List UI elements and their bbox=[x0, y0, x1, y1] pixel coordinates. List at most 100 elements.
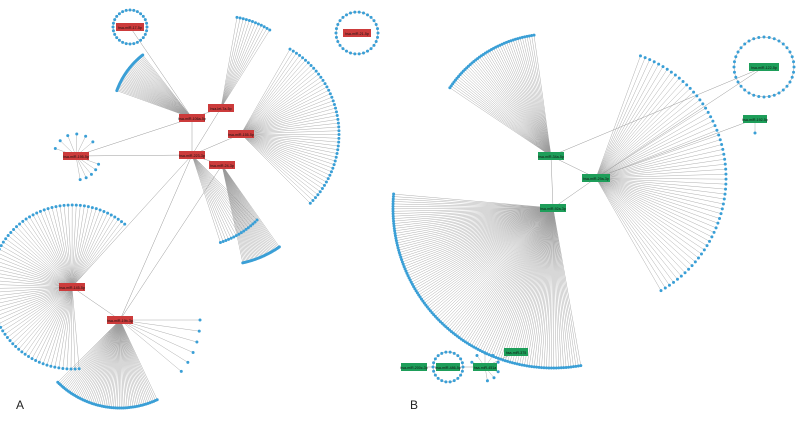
target-node bbox=[323, 184, 326, 187]
edge bbox=[76, 155, 192, 156]
target-node bbox=[653, 60, 656, 63]
edge bbox=[596, 67, 663, 178]
edge bbox=[241, 49, 290, 134]
target-node bbox=[707, 111, 710, 114]
hub-label: hsa-miR-19b-3p bbox=[107, 319, 133, 323]
target-node bbox=[740, 46, 743, 49]
target-node bbox=[309, 202, 312, 205]
target-node bbox=[721, 207, 724, 210]
target-node bbox=[263, 25, 266, 28]
target-node bbox=[337, 144, 340, 147]
target-node bbox=[372, 44, 375, 47]
edge bbox=[120, 165, 222, 320]
target-node bbox=[336, 23, 339, 26]
edge bbox=[596, 126, 715, 178]
target-node bbox=[353, 11, 356, 14]
edge bbox=[596, 178, 707, 246]
target-node bbox=[219, 241, 222, 244]
target-node bbox=[734, 55, 737, 58]
target-node bbox=[362, 51, 365, 54]
edge bbox=[596, 178, 704, 250]
target-node bbox=[724, 163, 727, 166]
mirna-hub-node: hsa-miR-21-5p bbox=[343, 29, 371, 37]
edge bbox=[596, 117, 711, 178]
edge bbox=[132, 65, 192, 118]
target-node bbox=[319, 76, 322, 79]
target-node bbox=[689, 87, 692, 90]
edge bbox=[221, 27, 264, 108]
mirna-hub-node: hsa-miR-19b-3p bbox=[107, 316, 133, 324]
target-node bbox=[376, 36, 379, 39]
target-node bbox=[117, 218, 120, 221]
edge bbox=[221, 21, 249, 108]
edge bbox=[241, 134, 333, 168]
edge bbox=[222, 165, 259, 258]
edge bbox=[125, 74, 192, 118]
target-node bbox=[227, 238, 230, 241]
target-node bbox=[687, 268, 690, 271]
hub-label: hsa-miR-223-3p bbox=[179, 154, 205, 158]
target-node bbox=[84, 135, 87, 138]
edge bbox=[596, 178, 689, 269]
mirna-hub-node: hsa-miR-195-5p bbox=[63, 152, 89, 160]
target-node bbox=[199, 319, 202, 322]
target-node bbox=[773, 37, 776, 40]
edge bbox=[596, 178, 712, 237]
target-node bbox=[112, 22, 115, 25]
target-node bbox=[319, 190, 322, 193]
target-node bbox=[20, 350, 23, 353]
target-node bbox=[372, 19, 375, 22]
target-node bbox=[345, 50, 348, 53]
edge bbox=[241, 77, 321, 134]
target-node bbox=[79, 204, 82, 207]
target-node bbox=[314, 196, 317, 199]
target-node bbox=[375, 40, 378, 43]
target-node bbox=[377, 32, 380, 35]
target-node bbox=[34, 359, 37, 362]
target-node bbox=[334, 107, 337, 110]
target-node bbox=[768, 36, 771, 39]
target-node bbox=[94, 168, 97, 171]
target-node bbox=[748, 91, 751, 94]
mirna-hub-node: hsa-miR-17-5p bbox=[116, 23, 144, 31]
target-node bbox=[336, 148, 339, 151]
edge bbox=[128, 70, 192, 118]
edge bbox=[72, 217, 115, 287]
target-node bbox=[51, 206, 54, 209]
target-node bbox=[720, 143, 723, 146]
edge bbox=[89, 320, 120, 402]
mirna-hub-node: hsa-miR-223-3p bbox=[179, 151, 205, 159]
edge bbox=[72, 287, 75, 369]
target-node bbox=[327, 89, 330, 92]
hub-label: hsa-miR-486-5p bbox=[435, 366, 461, 370]
edge bbox=[120, 320, 188, 362]
target-node bbox=[21, 220, 24, 223]
edge bbox=[140, 58, 192, 118]
edge bbox=[485, 53, 551, 156]
mirna-hub-node: hsa-miR-106a-5p bbox=[178, 114, 206, 122]
target-node bbox=[186, 361, 189, 364]
target-node bbox=[4, 237, 7, 240]
target-node bbox=[791, 76, 794, 79]
edge bbox=[222, 165, 278, 248]
target-node bbox=[484, 352, 487, 355]
target-node bbox=[333, 103, 336, 106]
mirna-hub-node: hsa-miR-486-5p bbox=[435, 363, 461, 371]
target-node bbox=[14, 345, 17, 348]
target-node bbox=[74, 367, 77, 370]
mirna-hub-node: hsa-miR-200c-3p bbox=[400, 363, 428, 371]
target-node bbox=[392, 193, 395, 196]
hub-label: hsa-miR-451a bbox=[474, 366, 497, 370]
target-node bbox=[722, 153, 725, 156]
target-node bbox=[754, 132, 757, 135]
target-node bbox=[336, 118, 339, 121]
mirna-hub-node: hsa-miR-122-5p bbox=[749, 63, 779, 71]
edge bbox=[44, 210, 72, 287]
target-node bbox=[321, 187, 324, 190]
target-node bbox=[139, 12, 142, 15]
target-node bbox=[11, 342, 14, 345]
target-node bbox=[733, 60, 736, 63]
target-node bbox=[144, 33, 147, 36]
target-node bbox=[437, 354, 440, 357]
target-node bbox=[99, 208, 102, 211]
